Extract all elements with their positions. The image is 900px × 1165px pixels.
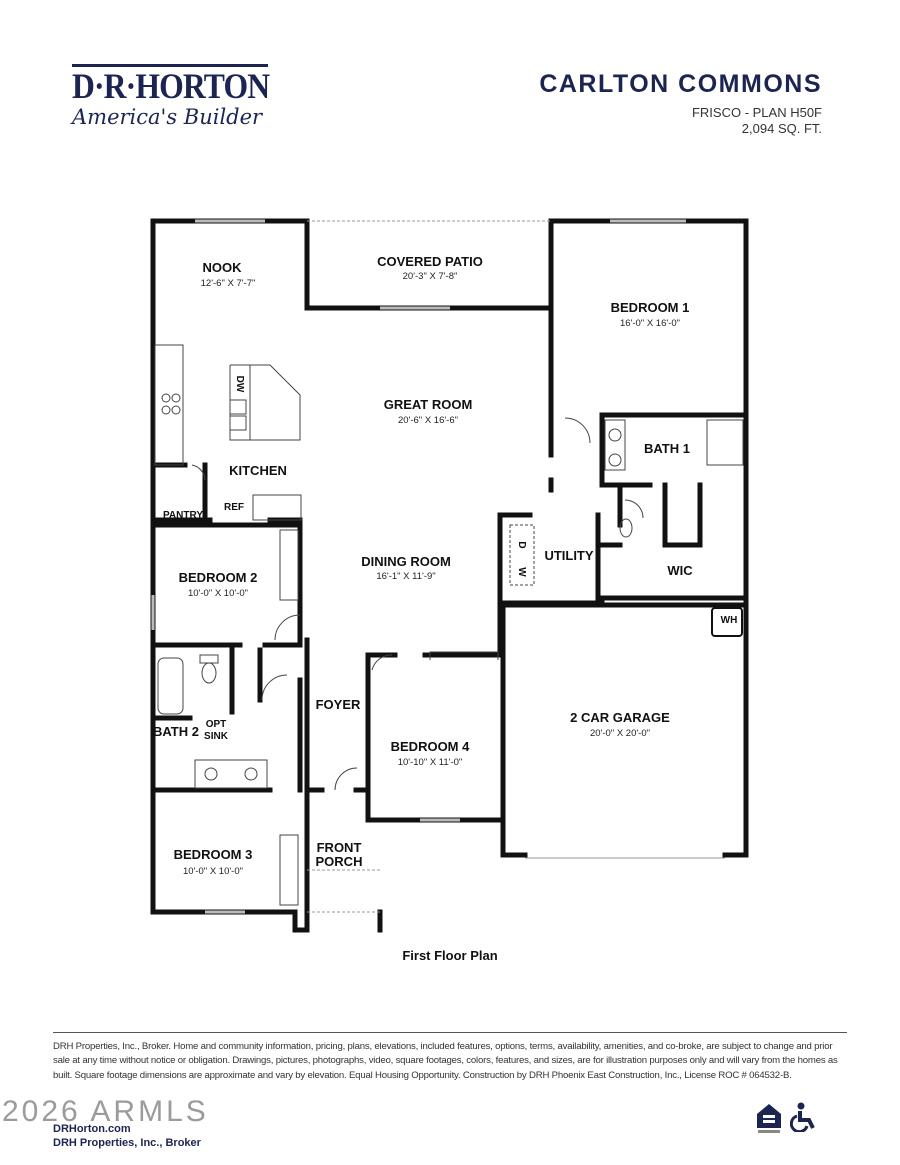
accessibility-icon: [790, 1102, 815, 1132]
label-dishwasher: DW: [234, 376, 245, 393]
room-label-bath-2: BATH 2: [153, 724, 199, 739]
room-label-utility: UTILITY: [544, 548, 593, 563]
room-label-wic: WIC: [667, 563, 693, 578]
wall: [365, 512, 605, 658]
plan-title: CARLTON COMMONS FRISCO - PLAN H50F 2,094…: [539, 70, 822, 137]
plan-name: FRISCO - PLAN H50F: [691, 105, 822, 120]
room-dims-bedroom-3: 10'-0" X 10'-0": [183, 866, 243, 877]
footer-info: DRHorton.com DRH Properties, Inc., Broke…: [53, 1122, 201, 1150]
label-opt-sink-2: SINK: [204, 731, 229, 742]
floor-plan: NOOK 12'-6" X 7'-7" COVERED PATIO 20'-3"…: [150, 218, 749, 933]
room-label-pantry: PANTRY: [163, 510, 203, 521]
room-dims-bedroom-1: 16'-0" X 16'-0": [620, 318, 680, 329]
label-opt-sink-1: OPT: [206, 719, 227, 730]
wall: [150, 647, 303, 793]
toilet: [201, 662, 217, 684]
room-label-bedroom-4: BEDROOM 4: [391, 739, 471, 754]
shower: [706, 419, 744, 466]
vanity: [194, 759, 268, 789]
room-label-ref: REF: [224, 502, 244, 513]
label-water-heater: WH: [721, 615, 738, 626]
room-dims-great-room: 20'-6" X 16'-6": [398, 415, 458, 426]
room-label-nook: NOOK: [203, 260, 243, 275]
counter: [252, 494, 302, 521]
drhorton-logo: D·R·HORTON America's Builder: [72, 64, 270, 129]
label-washer: W: [516, 567, 527, 577]
room-label-front-porch-2: PORCH: [316, 854, 363, 869]
brand-name: D·R·HORTON: [72, 66, 270, 106]
footer-icons: [756, 1102, 818, 1134]
room-label-kitchen: KITCHEN: [229, 463, 287, 478]
community-name: CARLTON COMMONS: [539, 70, 822, 98]
wall: [150, 522, 303, 648]
room-dims-bedroom-2: 10'-0" X 10'-0": [188, 588, 248, 599]
water-heater: [711, 607, 743, 637]
label-dryer: D: [516, 541, 527, 548]
room-label-dining-room: DINING ROOM: [361, 554, 451, 569]
room-dims-bedroom-4: 10'-10" X 11'-0": [398, 757, 463, 768]
counter: [154, 344, 184, 466]
wall: [599, 412, 749, 601]
website-link[interactable]: DRHorton.com: [53, 1123, 131, 1135]
equal-housing-icon: [757, 1104, 781, 1133]
kitchen-island: [229, 364, 301, 441]
room-dims-dining-room: 16'-1" X 11'-9": [376, 571, 435, 582]
floor-caption: First Floor Plan: [402, 948, 498, 963]
room-label-foyer: FOYER: [316, 697, 361, 712]
brand-tagline: America's Builder: [72, 105, 263, 129]
room-dims-covered-patio: 20'-3" X 7'-8": [403, 271, 458, 282]
room-label-front-porch-1: FRONT: [317, 840, 362, 855]
room-label-covered-patio: COVERED PATIO: [377, 254, 483, 269]
room-label-bath-1: BATH 1: [644, 441, 690, 456]
room-label-garage: 2 CAR GARAGE: [570, 710, 670, 725]
square-footage: 2,094 SQ. FT.: [741, 121, 822, 136]
room-label-great-room: GREAT ROOM: [384, 397, 473, 412]
broker-name: DRH Properties, Inc., Broker: [53, 1137, 201, 1149]
room-dims-garage: 20'-0" X 20'-0": [590, 728, 650, 739]
watermark: 2026 ARMLS: [2, 1095, 209, 1128]
divider: [53, 1032, 847, 1033]
room-dims-nook: 12'-6" X 7'-7": [201, 278, 256, 289]
room-label-bedroom-3: BEDROOM 3: [174, 847, 253, 862]
bathtub: [157, 657, 184, 715]
disclaimer: DRH Properties, Inc., Broker. Home and c…: [53, 1041, 838, 1081]
room-label-bedroom-2: BEDROOM 2: [179, 570, 258, 585]
room-label-bedroom-1: BEDROOM 1: [611, 300, 690, 315]
wall: [304, 637, 371, 793]
